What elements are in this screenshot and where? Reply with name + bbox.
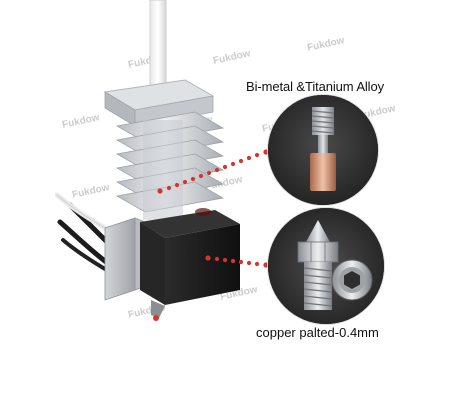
nozzle-label: copper palted-0.4mm	[256, 325, 379, 340]
heater-block	[140, 210, 240, 238]
nozzle-illustration	[268, 208, 384, 324]
nozzle	[151, 300, 165, 318]
hotend-illustration	[55, 0, 240, 321]
clamp-bracket	[104, 217, 136, 301]
nozzle-callout-circle	[268, 208, 384, 324]
heatbreak-illustration	[268, 95, 378, 205]
ptfe-tube	[149, 0, 167, 96]
heatsink-fins	[115, 111, 225, 220]
heater-wires	[55, 192, 113, 274]
heatbreak-callout-circle	[268, 95, 378, 205]
watermark-text: Fukdow	[306, 35, 346, 54]
heatbreak-label: Bi-metal &Titanium Alloy	[246, 79, 384, 94]
